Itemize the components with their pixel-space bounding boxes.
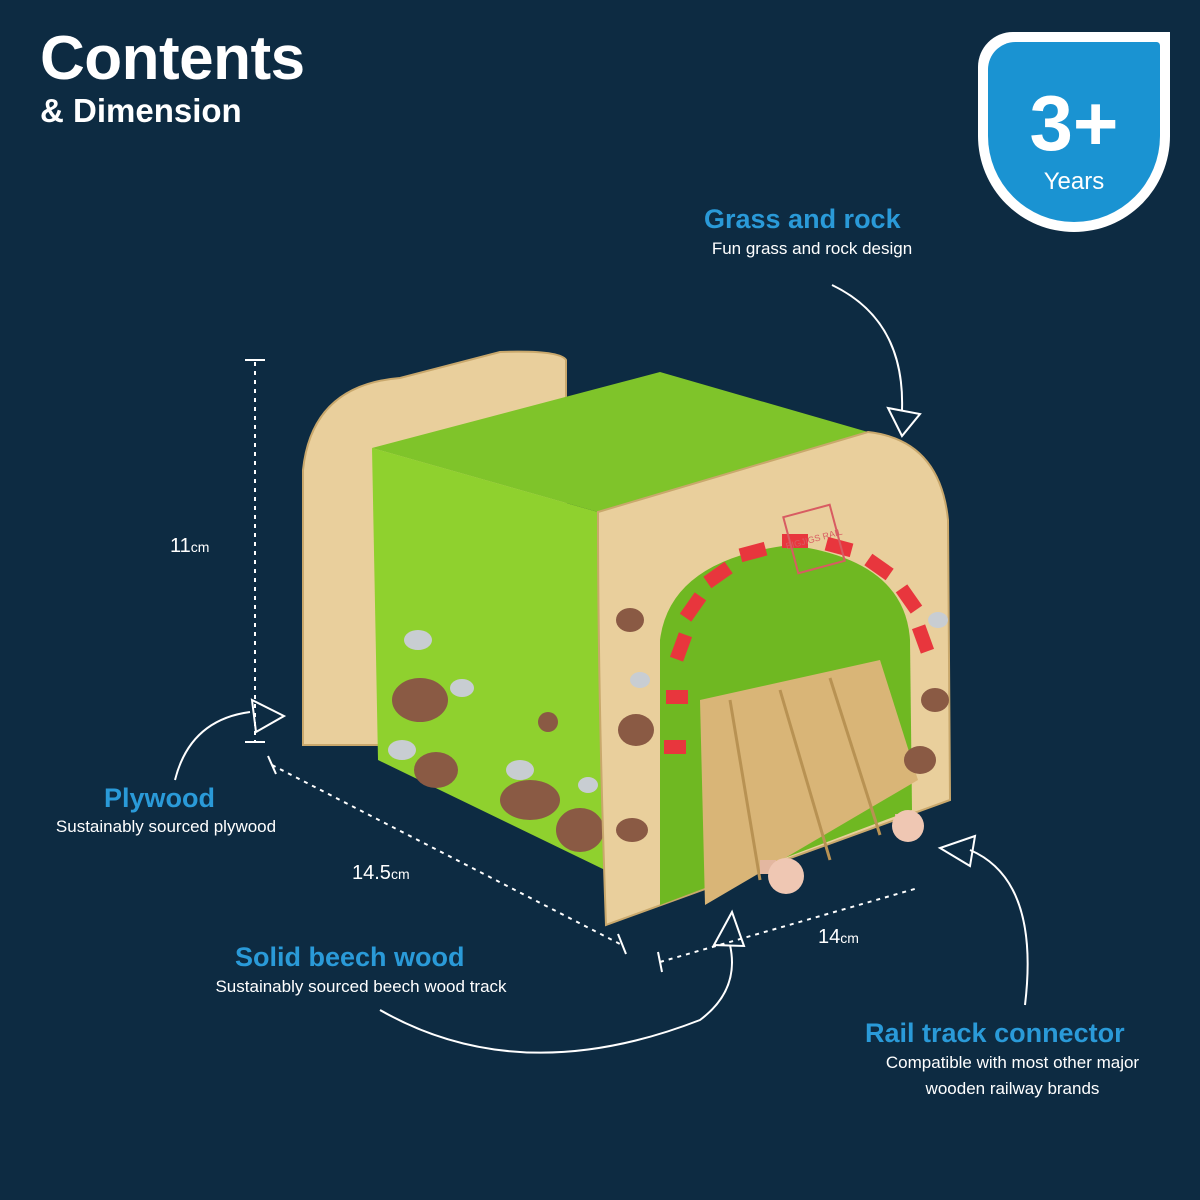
age-badge-inner: 3+ Years	[988, 42, 1160, 222]
arch-bricks	[664, 534, 935, 754]
dimension-width-value: 14	[818, 926, 841, 948]
dimension-depth-unit: cm	[390, 866, 410, 882]
arrow-grass	[831, 284, 904, 411]
feature-beech-desc: Sustainably sourced beech wood track	[215, 977, 507, 996]
feature-beech-title: Solid beech wood	[235, 942, 465, 972]
feature-grass-title: Grass and rock	[704, 204, 901, 234]
feature-plywood-title: Plywood	[104, 783, 216, 813]
dimension-width: 14cm	[818, 926, 859, 949]
arrow-connector	[969, 849, 1029, 1006]
dimension-lines	[254, 362, 919, 963]
page-subtitle: & Dimension	[40, 92, 242, 129]
tunnel-top	[372, 372, 868, 512]
feature-connector-desc: Compatible with most other major wooden …	[840, 1050, 1185, 1101]
dimension-ticks	[245, 359, 663, 973]
feature-connector-desc-line1: Compatible with most other major	[885, 1053, 1140, 1072]
feature-grass-desc: Fun grass and rock design	[711, 239, 913, 258]
age-badge: 3+ Years	[978, 32, 1170, 232]
tunnel-side	[372, 448, 605, 870]
dimension-depth-value: 14.5	[352, 862, 391, 884]
dimension-width-unit: cm	[840, 930, 859, 946]
arrow-plywood	[174, 711, 251, 781]
logo-plate	[782, 503, 846, 575]
dimension-height: 11cm	[170, 535, 209, 558]
side-rocks	[388, 630, 604, 852]
page-title: Contents	[40, 24, 305, 93]
track	[700, 660, 918, 905]
arrows	[174, 284, 1029, 1054]
arrow-beech	[379, 944, 733, 1054]
feature-connector-desc-line2: wooden railway brands	[925, 1078, 1100, 1098]
feature-connector-title: Rail track connector	[865, 1018, 1125, 1048]
front-rocks	[616, 608, 949, 842]
age-value: 3+	[1029, 79, 1119, 167]
dimension-depth: 14.5cm	[352, 862, 410, 885]
feature-plywood-desc: Sustainably sourced plywood	[55, 817, 277, 836]
dimension-height-value: 11	[170, 535, 191, 557]
connector-pegs	[760, 810, 924, 894]
dimension-height-unit: cm	[190, 539, 210, 555]
age-unit: Years	[1043, 168, 1105, 195]
